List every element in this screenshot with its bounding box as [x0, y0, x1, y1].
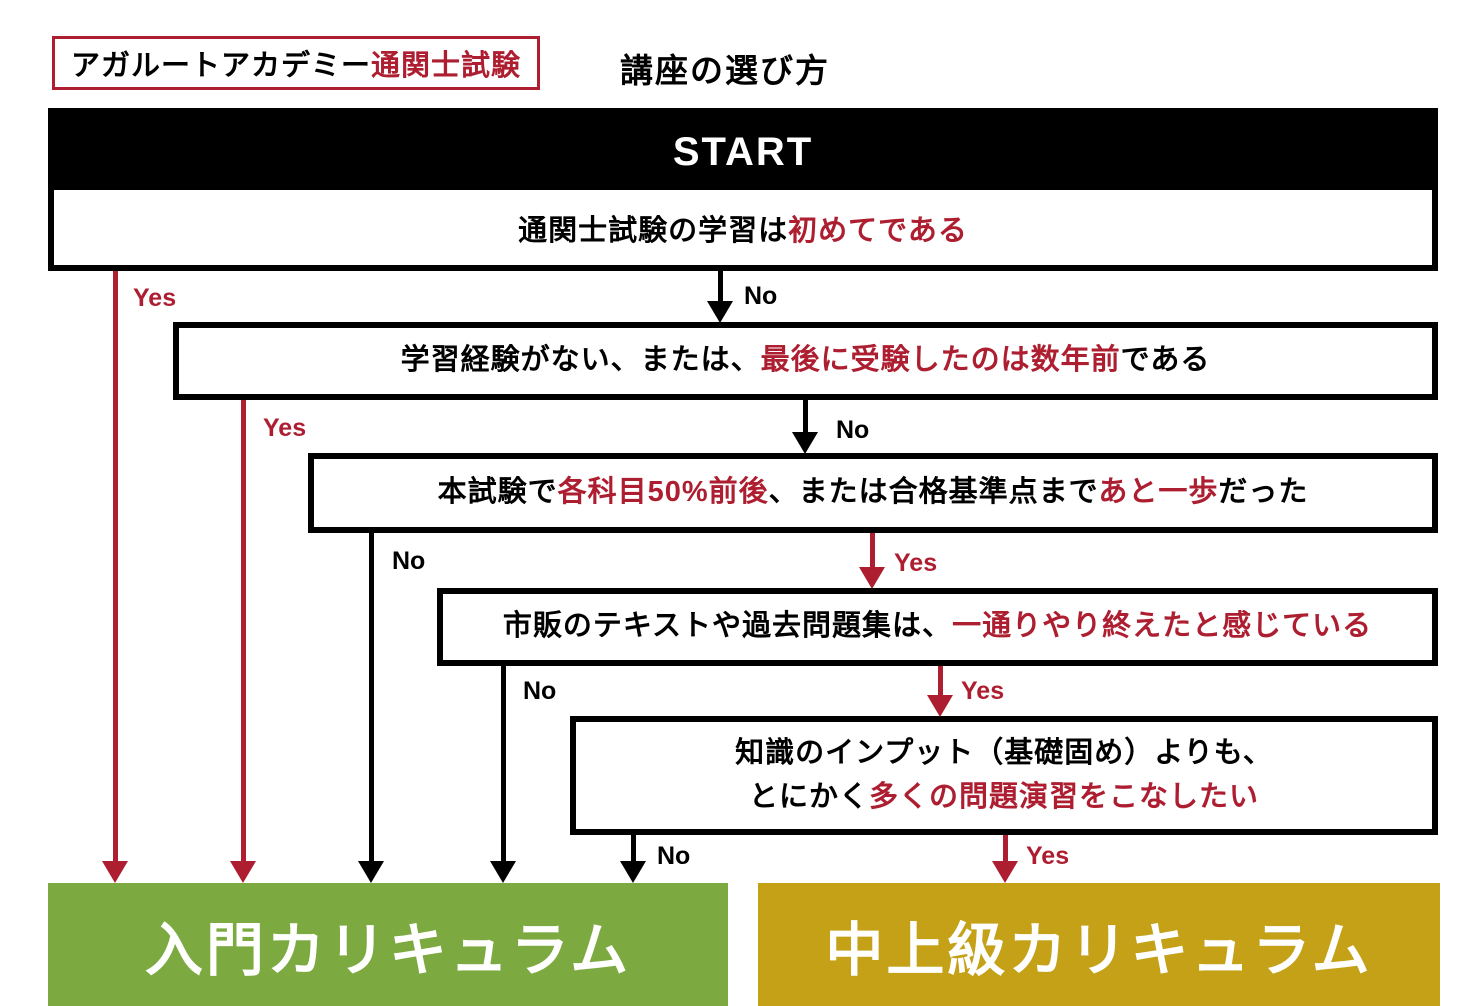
q3-text-highlight-1: 各科目50%前後: [557, 476, 769, 509]
question-box-2: 学習経験がない、または、最後に受験したのは数年前である: [173, 322, 1438, 400]
result-box-advanced: 中上級カリキュラム: [758, 883, 1440, 1006]
arrowhead-no-5: [620, 861, 646, 883]
question-box-4: 市販のテキストや過去問題集は、一通りやり終えたと感じている: [437, 588, 1438, 666]
brand-badge: アガルートアカデミー通関士試験: [52, 36, 541, 90]
q2-text-highlight: 最後に受験したのは数年前: [760, 344, 1121, 377]
arrowhead-yes-3: [859, 567, 885, 589]
result-advanced-label: 中上級カリキュラム: [825, 917, 1373, 983]
label-no-3: No: [392, 547, 426, 575]
q2-text: 学習経験がない、または、最後に受験したのは数年前である: [400, 344, 1211, 377]
label-yes-4: Yes: [961, 677, 1005, 705]
arrowhead-yes-5: [992, 861, 1018, 883]
label-no-4: No: [523, 677, 557, 705]
brand-name-text: アガルートアカデミー: [71, 50, 372, 82]
arrow-line-yes-2: [241, 400, 246, 867]
q1-text-highlight: 初めてである: [788, 214, 968, 247]
arrowhead-no-2: [792, 432, 818, 454]
start-header: START: [54, 114, 1432, 190]
q1-text: 通関士試験の学習は: [518, 214, 789, 247]
arrowhead-yes-2: [230, 861, 256, 883]
arrowhead-yes-4: [927, 695, 953, 717]
arrowhead-yes-1: [102, 861, 128, 883]
q5-text: 知識のインプット（基礎固め）よりも、 とにかく多くの問題演習をこなしたい: [735, 737, 1273, 813]
arrow-line-no-1: [718, 271, 723, 309]
arrowhead-no-1: [707, 301, 733, 323]
arrow-line-no-5: [631, 835, 636, 867]
start-label: START: [672, 129, 814, 174]
label-yes-3: Yes: [894, 549, 938, 577]
arrow-line-no-4: [501, 666, 506, 867]
arrow-line-yes-4: [938, 666, 943, 701]
page-title: 講座の選び方: [620, 52, 830, 89]
label-yes-1: Yes: [133, 284, 177, 312]
arrowhead-no-3: [358, 861, 384, 883]
start-unit: START 通関士試験の学習は初めてである: [48, 108, 1438, 271]
label-no-5: No: [657, 842, 691, 870]
label-no-1: No: [744, 282, 778, 310]
arrow-line-yes-3: [870, 533, 875, 573]
arrow-line-yes-5: [1003, 835, 1008, 867]
result-box-beginner: 入門カリキュラム: [48, 883, 728, 1006]
q3-text: 本試験で各科目50%前後、または合格基準点まであと一歩だった: [437, 476, 1309, 509]
question-box-1: 通関士試験の学習は初めてである: [54, 190, 1432, 265]
q5-text-highlight: 多くの問題演習をこなしたい: [869, 780, 1260, 813]
question-box-5: 知識のインプット（基礎固め）よりも、 とにかく多くの問題演習をこなしたい: [570, 716, 1438, 835]
arrow-line-yes-1: [113, 271, 118, 867]
label-yes-5: Yes: [1026, 842, 1070, 870]
label-no-2: No: [836, 416, 870, 444]
result-beginner-label: 入門カリキュラム: [144, 917, 632, 983]
arrow-line-no-2: [803, 400, 808, 438]
arrow-line-no-3: [369, 533, 374, 867]
q4-text: 市販のテキストや過去問題集は、一通りやり終えたと感じている: [502, 610, 1373, 643]
arrowhead-no-4: [490, 861, 516, 883]
question-box-3: 本試験で各科目50%前後、または合格基準点まであと一歩だった: [308, 453, 1438, 533]
brand-exam-text: 通関士試験: [371, 50, 522, 82]
q3-text-highlight-2: あと一歩: [1098, 476, 1219, 509]
label-yes-2: Yes: [263, 414, 307, 442]
q4-text-highlight: 一通りやり終えたと感じている: [952, 610, 1373, 643]
